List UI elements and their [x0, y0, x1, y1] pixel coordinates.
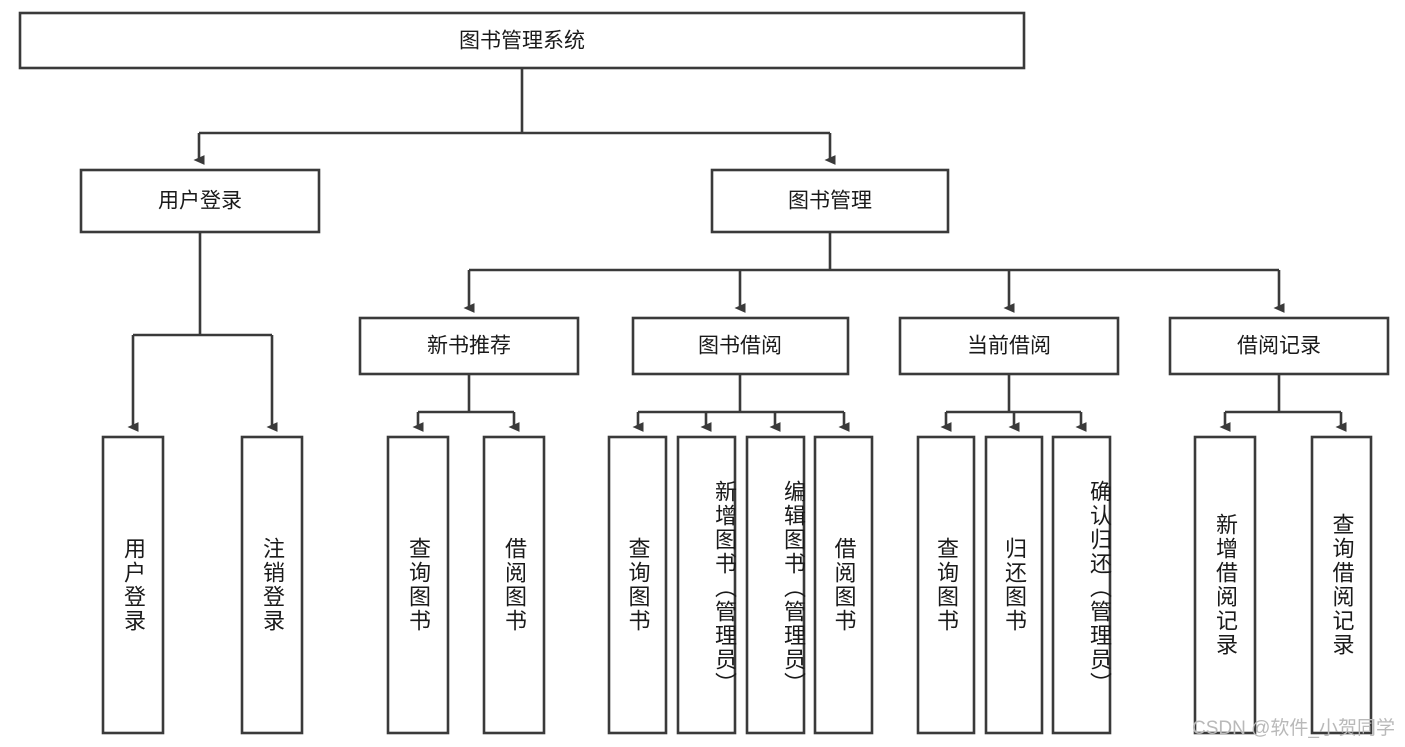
node-current-borrow[interactable]: 当前借阅 [898, 316, 1120, 376]
node-title-label: 图书管理系统 [459, 30, 585, 53]
csdn-watermark: CSDN @软件_小贺同学 [1192, 718, 1395, 739]
node-borrow-record-box[interactable] [1168, 316, 1390, 376]
node-book-borrow-box[interactable] [631, 316, 850, 376]
leaf-user-login-box[interactable] [101, 435, 165, 735]
leaf-return-book-box[interactable] [984, 435, 1044, 735]
node-user-login-box[interactable] [79, 168, 321, 234]
leaf-query-book-2-box[interactable] [607, 435, 668, 735]
leaf-query-book-1-box[interactable] [386, 435, 450, 735]
node-current-borrow-box[interactable] [898, 316, 1120, 376]
node-book-manage[interactable]: 图书管理 [710, 168, 950, 234]
node-book-manage-box[interactable] [710, 168, 950, 234]
leaf-add-book-admin-box[interactable] [676, 435, 737, 735]
node-new-book-recommend[interactable]: 新书推荐 [358, 316, 580, 376]
node-title-box[interactable] [18, 11, 1026, 70]
leaf-boxes [101, 435, 1373, 735]
node-book-manage-label: 图书管理 [788, 190, 872, 213]
node-new-book-recommend-label: 新书推荐 [427, 335, 511, 358]
node-user-login-label: 用户登录 [158, 190, 242, 213]
leaf-query-book-3-box[interactable] [916, 435, 976, 735]
node-book-borrow[interactable]: 图书借阅 [631, 316, 850, 376]
node-user-login[interactable]: 用户登录 [79, 168, 321, 234]
node-borrow-record-label: 借阅记录 [1237, 335, 1321, 358]
leaf-add-borrow-record-box[interactable] [1193, 435, 1257, 735]
leaf-query-borrow-record-box[interactable] [1310, 435, 1373, 735]
leaf-edit-book-admin-box[interactable] [745, 435, 806, 735]
leaf-borrow-book-2-box[interactable] [813, 435, 874, 735]
connectors [127, 68, 1347, 432]
node-borrow-record[interactable]: 借阅记录 [1168, 316, 1390, 376]
leaf-confirm-return-admin-box[interactable] [1051, 435, 1112, 735]
leaf-borrow-book-1-box[interactable] [482, 435, 546, 735]
node-new-book-recommend-box[interactable] [358, 316, 580, 376]
leaf-logout-login-box[interactable] [240, 435, 304, 735]
node-current-borrow-label: 当前借阅 [967, 335, 1051, 358]
node-title[interactable]: 图书管理系统 [18, 11, 1026, 70]
node-book-borrow-label: 图书借阅 [698, 335, 782, 358]
